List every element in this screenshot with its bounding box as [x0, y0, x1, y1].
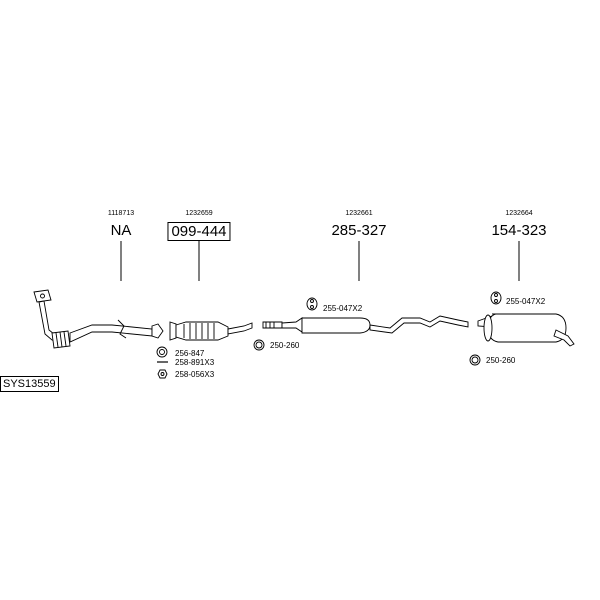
rear-clamp-icon [469, 354, 481, 366]
ref-number-rear-silencer: 1232664 [505, 210, 533, 217]
accessory-label-rear-hanger[interactable]: 255-047X2 [506, 297, 546, 306]
middle-clamp-icon [253, 339, 265, 351]
middle-silencer-drawing [262, 315, 469, 334]
ref-number-catalyst: 1232659 [185, 210, 213, 217]
accessory-label-rear-clamp[interactable]: 250-260 [486, 356, 516, 365]
front-pipe-drawing [33, 289, 164, 349]
part-number-rear-silencer[interactable]: 154-323 [491, 222, 547, 239]
nut-icon [157, 369, 168, 379]
system-id-label: SYS13559 [0, 376, 59, 392]
accessory-label-gasket[interactable]: 256-847 [175, 349, 205, 358]
rear-silencer-drawing [477, 313, 575, 347]
part-number-catalyst[interactable]: 099-444 [167, 222, 231, 241]
accessory-label-nut[interactable]: 258-056X3 [175, 370, 215, 379]
accessory-label-bolt[interactable]: 258-891X3 [175, 358, 215, 367]
ref-number-front-pipe: 1118713 [107, 210, 135, 217]
gasket-icon [156, 346, 168, 358]
catalyst-drawing [169, 321, 253, 341]
rear-hanger-icon [490, 291, 502, 305]
part-number-front-pipe[interactable]: NA [110, 222, 132, 239]
middle-hanger-icon [306, 297, 318, 311]
accessory-label-middle-hanger[interactable]: 255-047X2 [323, 304, 363, 313]
part-number-middle-silencer[interactable]: 285-327 [331, 222, 387, 239]
accessory-label-middle-clamp[interactable]: 250-260 [270, 341, 300, 350]
ref-number-middle-silencer: 1232661 [345, 210, 373, 217]
